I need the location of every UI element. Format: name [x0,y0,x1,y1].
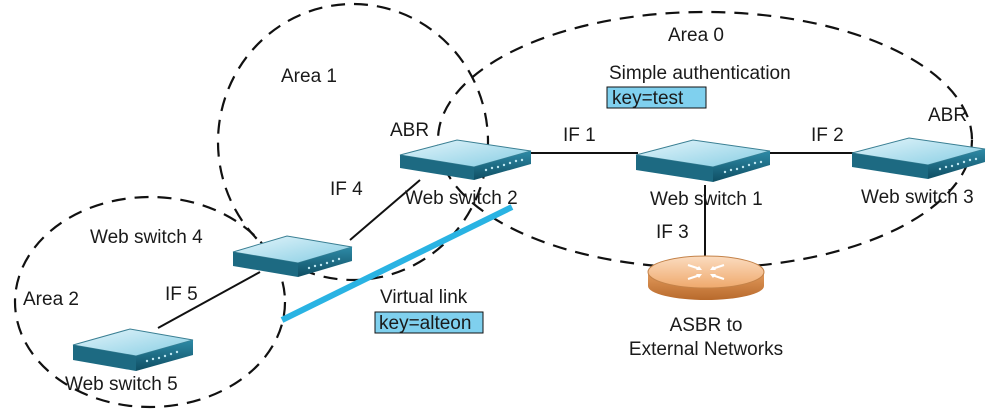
area-1-label: Area 1 [281,66,337,87]
area-2-boundary [13,195,287,409]
area-2-label: Area 2 [23,289,79,310]
ws2-role-label: ABR [390,120,429,141]
ws5-label: Web switch 5 [65,374,178,395]
if3-label: IF 3 [656,222,689,243]
asbr-label-line2: External Networks [629,339,783,360]
if1-label: IF 1 [563,125,596,146]
ws3-label: Web switch 3 [861,187,974,208]
if2-label: IF 2 [811,125,844,146]
asbr-label-line1: ASBR to [670,315,743,336]
web-switch-2-icon[interactable] [399,139,532,180]
area0-key-box [606,86,707,109]
area-0-boundary [436,10,974,270]
if4-label: IF 4 [330,179,363,200]
ws2-label: Web switch 2 [405,188,518,209]
ws1-label: Web switch 1 [650,189,763,210]
link-if4 [349,179,421,241]
simple-authentication-label: Simple authentication [609,63,791,84]
web-switch-1-icon[interactable] [635,139,771,182]
web-switch-4-icon[interactable] [232,235,353,277]
web-switch-3-icon[interactable] [851,137,986,179]
virtual-link-label: Virtual link [380,287,468,308]
area-0-label: Area 0 [668,25,724,46]
web-switch-5-icon[interactable] [72,328,194,371]
virtual-link-key-label: key=alteon [379,313,471,334]
ws3-role-label: ABR [928,105,967,126]
virtual-key-box [374,311,484,334]
asbr-router-icon[interactable] [647,255,765,300]
if5-label: IF 5 [165,284,198,305]
virtual-link [280,204,514,323]
area0-key-label: key=test [612,88,684,109]
area-1-boundary [216,2,490,282]
link-if5 [157,271,261,329]
ws4-label: Web switch 4 [90,227,203,248]
